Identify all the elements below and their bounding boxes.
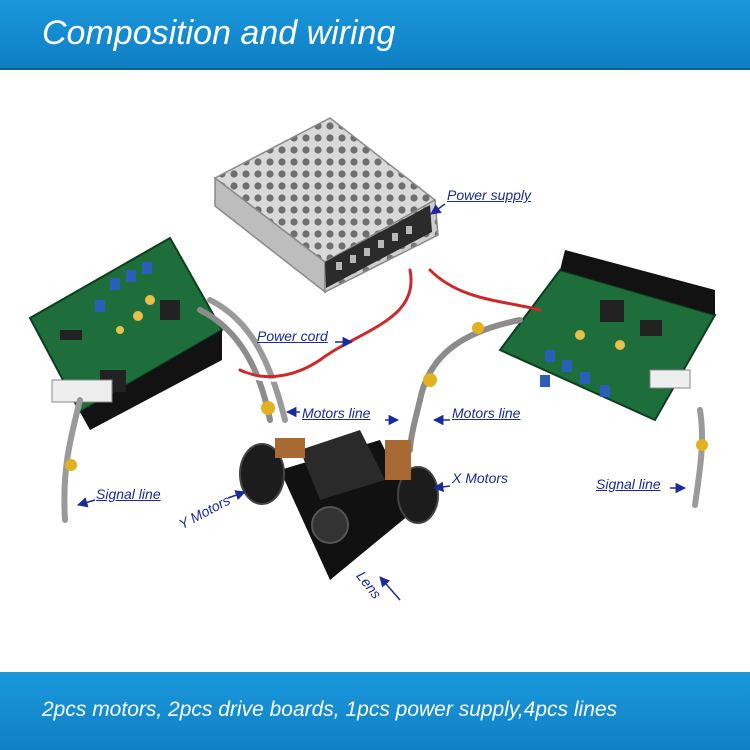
- power-cord-label: Power cord: [257, 328, 328, 344]
- signal-line-left-label: Signal line: [96, 486, 161, 502]
- left-drive-board: [28, 236, 224, 430]
- caption-banner: 2pcs motors, 2pcs drive boards, 1pcs pow…: [0, 672, 750, 750]
- power-supply-unit: [213, 117, 439, 294]
- motors-line-left-label: Motors line: [302, 405, 371, 421]
- x-motors-label: X Motors: [452, 470, 509, 486]
- power-supply-label: Power supply: [447, 187, 532, 203]
- cables: [61, 268, 708, 523]
- motors-line-right-label: Motors line: [452, 405, 521, 421]
- signal-line-right-label: Signal line: [596, 476, 661, 492]
- package-contents-caption: 2pcs motors, 2pcs drive boards, 1pcs pow…: [42, 698, 618, 721]
- right-drive-board: [498, 250, 717, 422]
- galvo-mount: [239, 430, 439, 580]
- page-title: Composition and wiring: [42, 14, 396, 52]
- product-photo: [28, 117, 717, 601]
- title-banner: Composition and wiring: [0, 0, 750, 70]
